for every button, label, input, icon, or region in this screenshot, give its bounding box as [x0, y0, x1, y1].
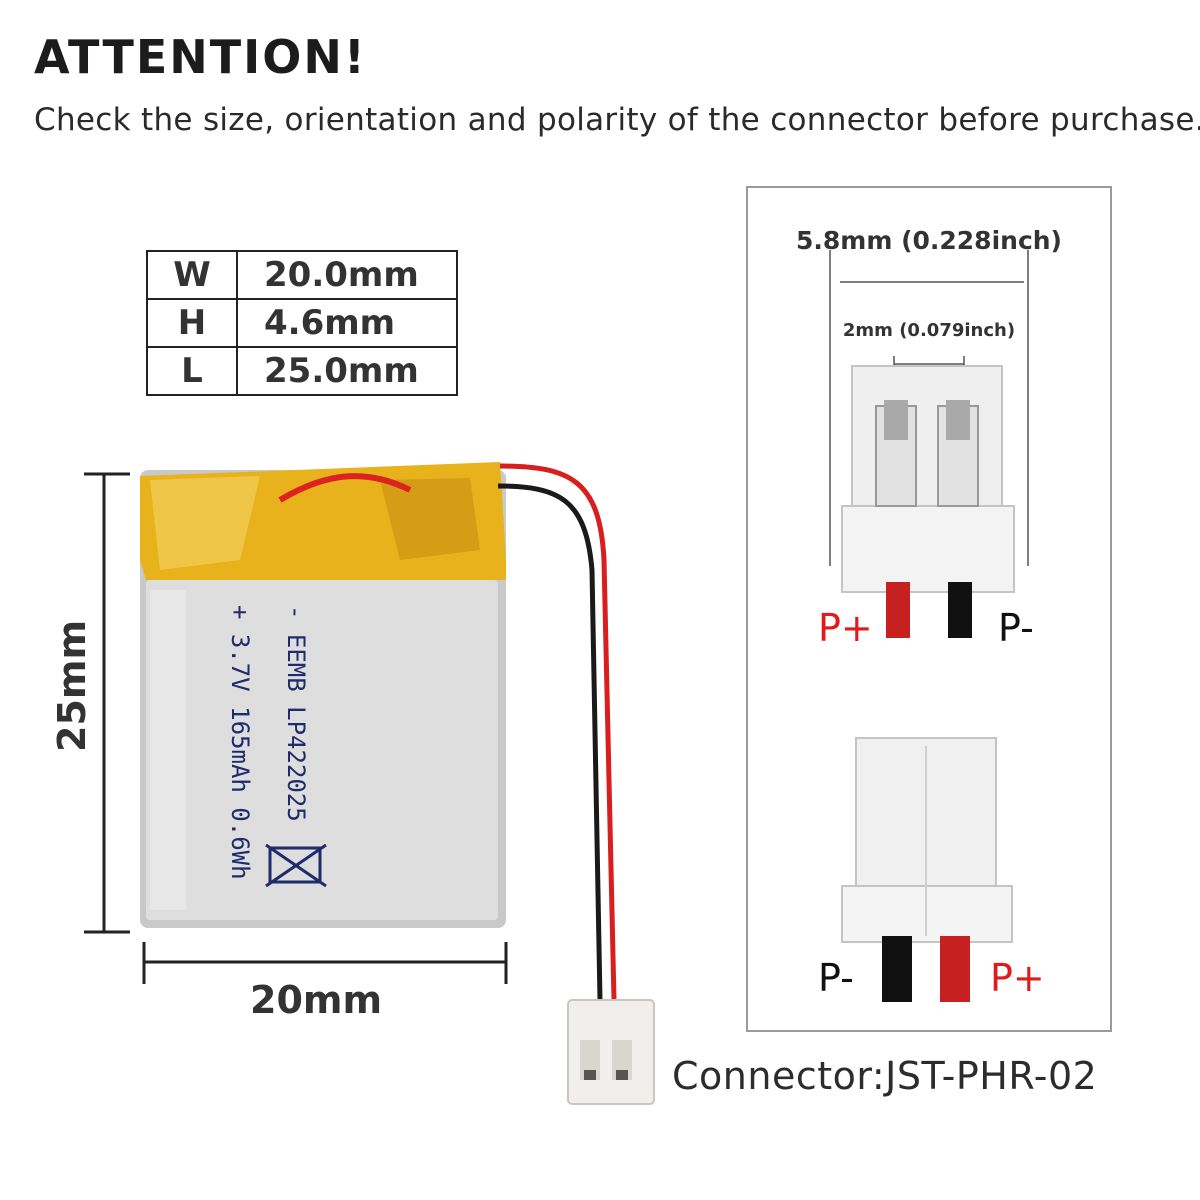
battery-illustration: - EEMB LP422025 + 3.7V 165mAh 0.6Wh	[84, 462, 655, 1105]
height-dimension-label: 25mm	[50, 619, 94, 752]
spec-row-length: L 25.0mm	[146, 346, 458, 396]
connector-type-label: Connector:JST-PHR-02	[672, 1054, 1098, 1098]
bottom-view-positive-label: P+	[990, 956, 1045, 1000]
connector-detail-panel	[746, 186, 1112, 1032]
spec-value: 4.6mm	[236, 298, 458, 348]
connector-width-label: 5.8mm (0.228inch)	[795, 226, 1062, 255]
width-dimension-line	[142, 942, 508, 984]
battery-wires	[497, 463, 617, 1001]
spec-table: W 20.0mm H 4.6mm L 25.0mm	[146, 250, 458, 396]
connector-bottom-view	[841, 737, 1013, 1002]
cell-print: - EEMB LP422025 + 3.7V 165mAh 0.6Wh	[226, 605, 310, 880]
spec-row-height: H 4.6mm	[146, 298, 458, 348]
spec-key: H	[146, 298, 238, 348]
connector-width-dimension	[829, 250, 1029, 566]
spec-row-width: W 20.0mm	[146, 250, 458, 300]
jst-plug	[567, 999, 655, 1105]
page-title: ATTENTION!	[34, 30, 367, 84]
cell-print-line1: - EEMB LP422025	[282, 605, 310, 822]
spec-value: 25.0mm	[236, 346, 458, 396]
connector-top-view	[841, 365, 1015, 638]
bottom-view-negative-label: P-	[818, 956, 854, 1000]
spec-value: 20.0mm	[236, 250, 458, 300]
page-subtitle: Check the size, orientation and polarity…	[34, 102, 1200, 138]
width-dimension-label: 20mm	[250, 978, 383, 1022]
cell-print-line2: + 3.7V 165mAh 0.6Wh	[226, 605, 254, 880]
top-view-positive-label: P+	[818, 606, 873, 650]
spec-key: W	[146, 250, 238, 300]
top-view-negative-label: P-	[998, 606, 1034, 650]
connector-diagram	[829, 250, 1029, 1002]
connector-pitch-label: 2mm (0.079inch)	[842, 320, 1016, 341]
spec-key: L	[146, 346, 238, 396]
height-dimension-line	[84, 472, 130, 934]
recycle-bin-icon	[265, 843, 327, 888]
battery-cell	[140, 462, 506, 928]
